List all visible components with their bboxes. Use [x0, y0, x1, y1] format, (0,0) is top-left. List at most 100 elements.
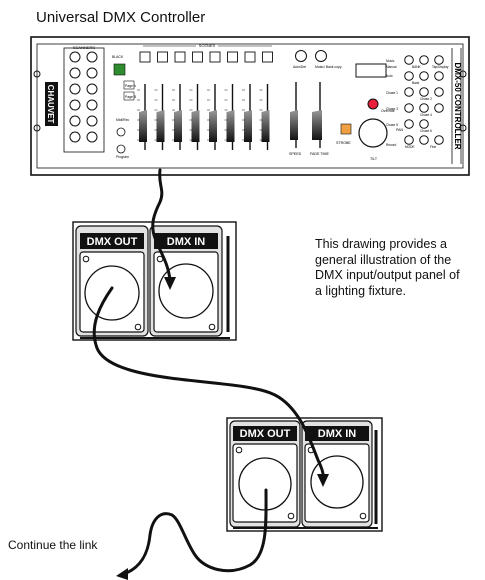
diagram-title: Universal DMX Controller [36, 9, 206, 26]
xlr-in-connector-icon [310, 455, 364, 509]
channel-fader[interactable] [172, 84, 182, 150]
dmx-out-label: DMX OUT [87, 236, 138, 248]
midi-rec-button[interactable] [116, 127, 126, 137]
blackout-button[interactable] [113, 63, 126, 76]
scanner-button[interactable] [86, 51, 98, 63]
dmx-in-label-bg [305, 426, 369, 441]
function-button[interactable] [419, 135, 429, 145]
page-a-label: Page A [125, 84, 137, 88]
scene-button[interactable] [139, 51, 151, 63]
scanner-button[interactable] [69, 51, 81, 63]
override-label: Override [381, 109, 395, 113]
scanner-button[interactable] [69, 99, 81, 111]
scenes-label: SCENES [199, 43, 216, 48]
scene-button[interactable] [227, 51, 238, 63]
cable-arrowheads [116, 277, 329, 580]
function-button[interactable] [434, 103, 444, 113]
scene-button[interactable] [262, 51, 273, 63]
function-label: Fine [430, 145, 436, 149]
speed-fader[interactable] [290, 82, 298, 148]
arrow-down-icon [317, 474, 329, 487]
scanner-button[interactable] [69, 83, 81, 95]
channel-fader[interactable] [137, 84, 147, 150]
scanner-button[interactable] [86, 99, 98, 111]
function-button[interactable] [404, 87, 414, 97]
page-b-label: Page B [125, 95, 137, 99]
program-button[interactable] [116, 144, 126, 154]
function-label: Record [386, 143, 397, 147]
function-label: Tap/Display [432, 65, 449, 69]
channel-fader[interactable] [189, 84, 200, 150]
brand-text: CHAUVET [46, 85, 55, 124]
scanner-button[interactable] [86, 131, 98, 143]
cable-panel1-to-panel2 [92, 286, 325, 482]
fade-fader[interactable] [312, 82, 322, 148]
dmx-controller: CHAUVET SCANNERS SCENES BLACK Page A Pag… [30, 36, 470, 176]
function-button[interactable] [434, 71, 444, 81]
function-button[interactable] [404, 71, 414, 81]
scanner-button[interactable] [69, 67, 81, 79]
scene-button[interactable] [174, 51, 186, 63]
page-b-button[interactable] [123, 91, 135, 101]
speed-label: SPEED [289, 152, 302, 156]
function-label: Chase 1 [386, 91, 398, 95]
function-button[interactable] [419, 103, 429, 113]
arrow-down-icon [164, 277, 176, 290]
scene-button[interactable] [192, 51, 203, 63]
scanner-button[interactable] [69, 131, 81, 143]
channel-fader[interactable] [259, 84, 270, 150]
page-a-button[interactable] [123, 80, 135, 90]
function-button[interactable] [434, 55, 444, 65]
controller-faceplate [36, 43, 464, 169]
tilt-label: TILT [370, 157, 378, 161]
function-label: Chase 4 [420, 113, 432, 117]
function-button[interactable] [434, 135, 444, 145]
scene-button[interactable] [157, 51, 168, 63]
mount-hole-icon [459, 70, 467, 78]
scanner-button[interactable] [86, 83, 98, 95]
function-label: Chase 5 [386, 123, 398, 127]
function-label: Chase 2 [420, 97, 432, 101]
dmx-in-label: DMX IN [318, 428, 357, 440]
dmx-in-label: DMX IN [167, 236, 206, 248]
function-label: Music [386, 59, 395, 63]
function-button[interactable] [419, 71, 429, 81]
channel-fader[interactable] [224, 84, 235, 150]
override-button[interactable] [367, 98, 379, 110]
scanner-button[interactable] [86, 115, 98, 127]
scene-button[interactable] [244, 51, 256, 63]
channel-fader[interactable] [154, 84, 165, 150]
dmx-panel-2: DMX OUT DMX IN [226, 417, 383, 532]
function-button[interactable] [419, 119, 429, 129]
function-button[interactable] [404, 135, 414, 145]
dmx-out-label-bg [233, 426, 297, 441]
program-label: Program [116, 155, 129, 159]
arrow-left-icon [116, 568, 128, 580]
function-button[interactable] [419, 87, 429, 97]
scanner-button[interactable] [69, 115, 81, 127]
continue-label: Continue the link [8, 538, 98, 552]
function-button[interactable] [434, 87, 444, 97]
function-label: Chase 3 [386, 107, 398, 111]
scene-button[interactable] [209, 51, 221, 63]
mount-hole-icon [33, 70, 41, 78]
strobe-button[interactable] [340, 123, 352, 135]
function-button[interactable] [404, 119, 414, 129]
music-bank-button[interactable] [315, 50, 327, 62]
caption-text: This drawing provides a general illustra… [315, 237, 460, 298]
model-label: DMX-50 CONTROLLER [451, 48, 462, 164]
function-button[interactable] [419, 55, 429, 65]
dmx-in-label-bg [154, 233, 218, 249]
scanner-button[interactable] [86, 67, 98, 79]
channel-fader[interactable] [207, 84, 217, 150]
xlr-out-connector-icon [84, 265, 140, 321]
joystick-icon[interactable] [358, 118, 388, 148]
auto-del-button[interactable] [295, 50, 307, 62]
function-button[interactable] [404, 55, 414, 65]
channel-fader[interactable] [242, 84, 252, 150]
function-label: Auto [386, 74, 393, 78]
pan-label: PAN [396, 128, 404, 132]
function-label: Chase 6 [420, 129, 432, 133]
function-button[interactable] [404, 103, 414, 113]
